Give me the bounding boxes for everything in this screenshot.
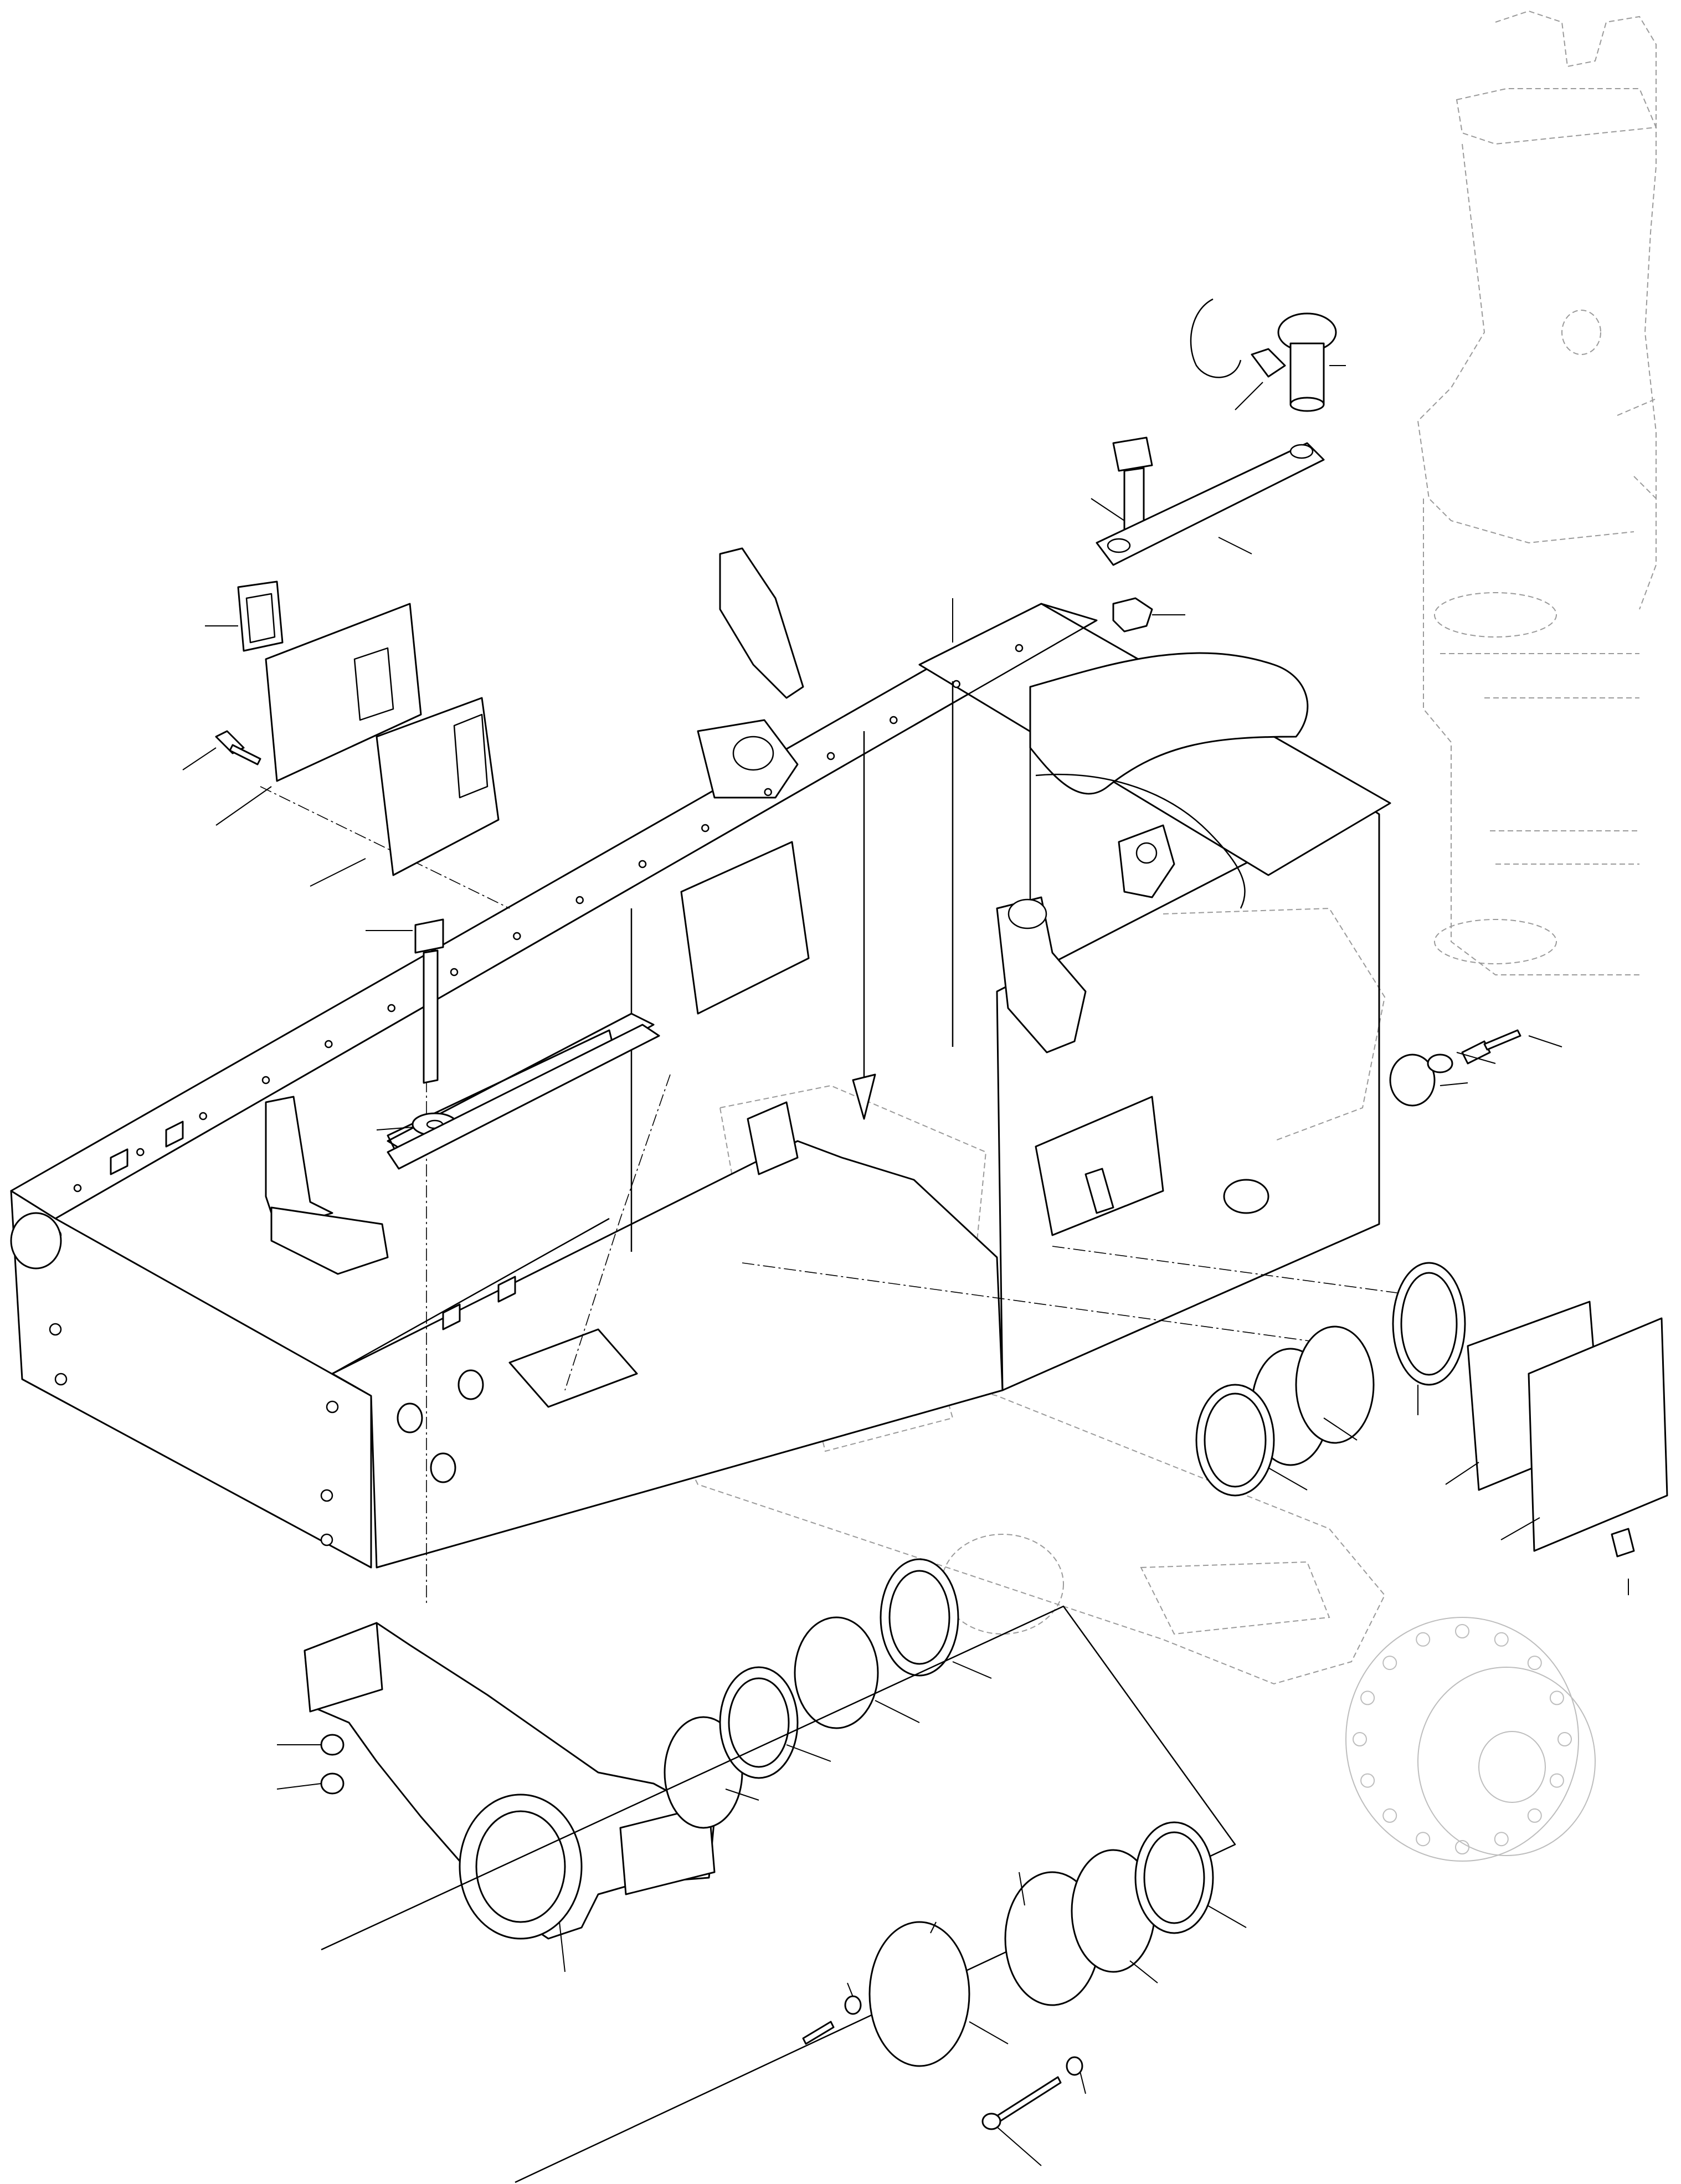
hub-bolt xyxy=(1360,1690,1375,1705)
frame-hole xyxy=(325,1040,333,1049)
frame-hole xyxy=(764,788,772,796)
hub-bolt xyxy=(1455,1840,1469,1854)
frame-hole xyxy=(638,860,647,869)
link-pin-group xyxy=(1096,298,1337,633)
frame-hole xyxy=(387,1004,395,1013)
frame-hole xyxy=(575,896,584,905)
hub-bolt xyxy=(1382,1808,1397,1823)
axle-mount-bracket xyxy=(304,1622,716,1940)
frame-hole xyxy=(199,1112,207,1121)
hub-bolt xyxy=(1455,1624,1469,1638)
hub-bolt xyxy=(1416,1832,1431,1847)
wheel-hub-ghost xyxy=(1345,1617,1596,1862)
frame-hole xyxy=(1015,644,1024,652)
frame-hole xyxy=(450,968,459,977)
callout-leader-lines xyxy=(182,365,1629,2166)
hub-bolt xyxy=(1527,1656,1542,1671)
hub-bolt xyxy=(1494,1632,1509,1647)
bushing-row xyxy=(664,1558,959,1829)
side-bushing-group xyxy=(1389,1029,1521,1107)
main-frame xyxy=(10,547,1391,1569)
end-cover-group xyxy=(321,1605,1236,2183)
hub-bolt xyxy=(1353,1732,1367,1746)
hub-bolt xyxy=(1527,1808,1542,1823)
frame-hole xyxy=(826,752,835,760)
frame-hole xyxy=(73,1184,82,1193)
hub-bolt xyxy=(1360,1773,1375,1788)
long-bolt-washer xyxy=(387,918,660,1170)
hub-bolt xyxy=(1494,1832,1509,1847)
hub-bolt xyxy=(1549,1690,1564,1705)
hub-bolt xyxy=(1557,1732,1572,1746)
hub-bolt xyxy=(1549,1773,1564,1788)
hub-bolt xyxy=(1382,1656,1397,1671)
hub-bolt xyxy=(1416,1632,1431,1647)
frame-hole xyxy=(136,1148,145,1157)
frame-hole xyxy=(952,680,960,688)
cover-plate-group xyxy=(215,580,500,876)
background-boom-ghost xyxy=(1417,10,1657,975)
frame-mounting-holes xyxy=(73,644,1024,1193)
frame-hole xyxy=(701,824,710,833)
frame-hole xyxy=(513,932,521,941)
bearing-rings-right xyxy=(1195,1262,1668,1558)
frame-hole xyxy=(890,716,898,724)
assembly-centerlines xyxy=(260,786,1463,1606)
frame-hole xyxy=(261,1076,270,1085)
